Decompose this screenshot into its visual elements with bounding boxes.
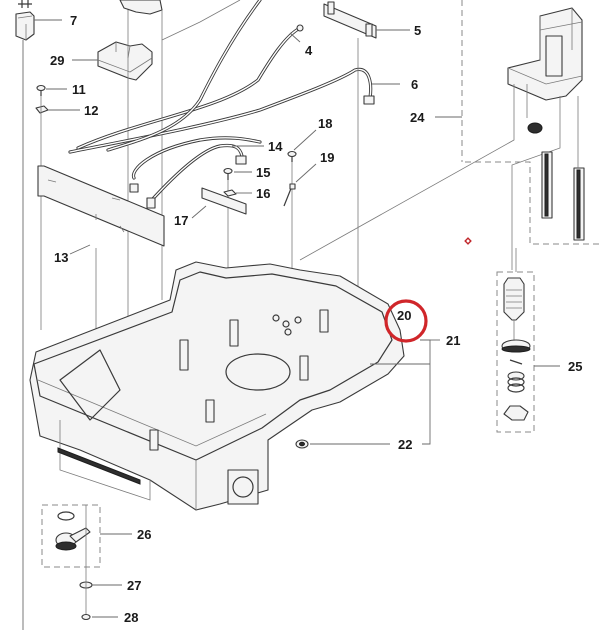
part-13-circuit-board[interactable] (37, 165, 165, 330)
part-21-leader (370, 339, 440, 445)
part-28-screw[interactable] (81, 613, 118, 621)
callout-16: 16 (256, 186, 270, 201)
callout-6: 6 (411, 77, 418, 92)
part-4-cable[interactable] (76, 24, 304, 150)
callout-22: 22 (398, 437, 412, 452)
part-16-clip[interactable] (223, 189, 252, 197)
callout-15: 15 (256, 165, 270, 180)
part-29-cover[interactable] (72, 0, 153, 330)
part-17-strip[interactable] (191, 187, 247, 219)
callout-25: 25 (568, 359, 582, 374)
top-bracket-fragment (119, 0, 241, 300)
callout-26: 26 (137, 527, 151, 542)
callout-19: 19 (320, 150, 334, 165)
part-12-clip[interactable] (35, 96, 80, 330)
callout-20: 20 (397, 308, 411, 323)
long-cable-upper (106, 0, 262, 152)
part-27-washer[interactable] (79, 505, 122, 620)
callout-5: 5 (414, 23, 421, 38)
cable-loop-left (129, 136, 262, 193)
part-19-pin[interactable] (283, 163, 317, 207)
callout-17: 17 (174, 213, 188, 228)
callout-14: 14 (268, 139, 283, 154)
carbon-brush-right[interactable] (573, 96, 585, 241)
part-5-bracket[interactable] (323, 1, 410, 320)
part-24-assembly[interactable] (299, 0, 601, 270)
part-11-screw[interactable] (36, 84, 67, 97)
part-22-washer[interactable] (295, 439, 390, 449)
callout-4: 4 (305, 43, 313, 58)
callout-29: 29 (50, 53, 64, 68)
callout-24: 24 (410, 110, 425, 125)
part-7-connector[interactable] (15, 0, 62, 630)
part-18-screw[interactable] (287, 129, 317, 280)
part-15-screw[interactable] (223, 167, 252, 271)
callout-11: 11 (72, 82, 86, 97)
callout-18: 18 (318, 116, 332, 131)
callout-27: 27 (127, 578, 141, 593)
carbon-brush-left[interactable] (541, 151, 553, 219)
callout-13: 13 (54, 250, 68, 265)
callout-7: 7 (70, 13, 77, 28)
part-26-terminal[interactable] (41, 504, 132, 568)
callout-12: 12 (84, 103, 98, 118)
callout-28: 28 (124, 610, 138, 625)
part-25-gear-assembly[interactable] (496, 248, 560, 433)
part-14-cable[interactable] (146, 143, 264, 209)
small-red-marker (464, 237, 472, 245)
part-21-chassis[interactable] (29, 261, 405, 511)
callout-20-highlight[interactable] (384, 299, 428, 343)
callout-21: 21 (446, 333, 460, 348)
